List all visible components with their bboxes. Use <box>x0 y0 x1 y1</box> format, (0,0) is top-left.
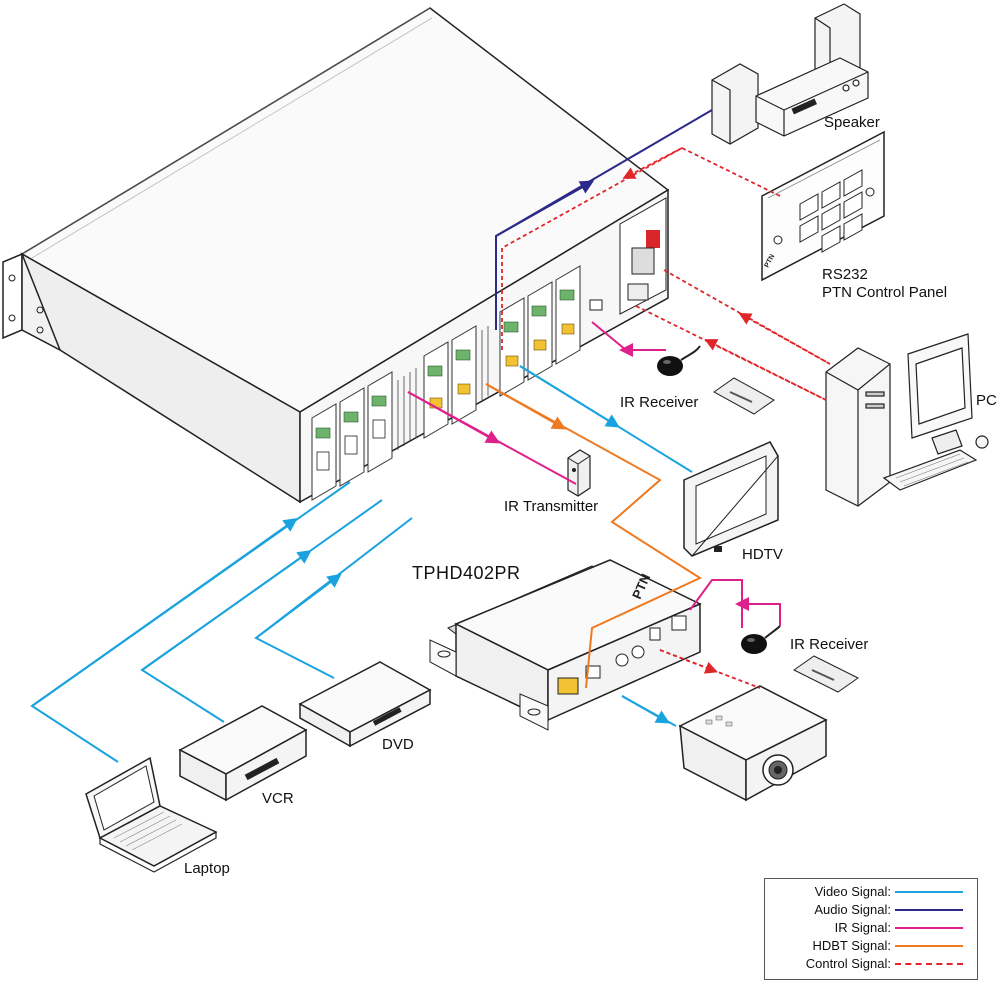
projector-device <box>678 685 828 802</box>
legend-swatch-hdbt <box>895 945 963 947</box>
legend-row-audio: Audio Signal: <box>765 901 977 919</box>
legend-swatch-video <box>895 891 963 893</box>
label-vcr: VCR <box>262 790 294 807</box>
ir-transmitter-device <box>567 449 591 497</box>
legend-row-ir: IR Signal: <box>765 919 977 937</box>
label-ir-transmitter: IR Transmitter <box>504 498 599 515</box>
label-ir-receiver-top: IR Receiver <box>620 394 699 411</box>
legend-label: Audio Signal: <box>814 902 891 917</box>
label-speaker: Speaker <box>824 114 880 131</box>
tphd402pr-device: PTN <box>429 559 702 731</box>
label-tphd402pr: TPHD402PR <box>412 563 521 583</box>
pc-device <box>825 333 989 507</box>
label-ir-receiver-bottom: IR Receiver <box>790 636 869 653</box>
video-signal-lines <box>30 365 693 763</box>
ptn-control-panel: PTN <box>761 130 885 282</box>
legend-row-control: Control Signal: <box>765 955 977 973</box>
legend-row-video: Video Signal: <box>765 883 977 901</box>
legend-swatch-audio <box>895 909 963 911</box>
legend-swatch-ir <box>895 927 963 929</box>
control-line-panel <box>501 146 781 350</box>
legend-label: HDBT Signal: <box>812 938 891 953</box>
hdbt-signal-line <box>485 383 703 689</box>
ir-signal-lines <box>407 321 781 628</box>
label-laptop: Laptop <box>184 860 230 877</box>
label-rs232: RS232 <box>822 266 868 283</box>
hdtv-device <box>683 441 779 557</box>
label-ptn-control-panel: PTN Control Panel <box>822 284 948 301</box>
legend-swatch-control <box>895 963 963 965</box>
ir-receiver-bottom-device <box>741 625 859 693</box>
legend-label: IR Signal: <box>834 920 891 935</box>
control-line-pc-top <box>663 269 831 365</box>
control-signal-lines <box>501 146 831 689</box>
dvd-device <box>298 661 432 748</box>
label-dvd: DVD <box>382 736 414 753</box>
matrix-switcher <box>2 7 670 504</box>
label-pc: PC <box>976 392 997 409</box>
video-line-dvd <box>254 517 413 679</box>
legend: Video Signal: Audio Signal: IR Signal: H… <box>764 878 978 980</box>
label-hdtv: HDTV <box>742 546 783 563</box>
ir-receiver-top-device <box>657 345 775 415</box>
laptop-device <box>85 756 218 873</box>
legend-row-hdbt: HDBT Signal: <box>765 937 977 955</box>
vcr-device <box>178 705 308 802</box>
speaker-device <box>711 3 869 145</box>
legend-label: Video Signal: <box>814 884 891 899</box>
audio-signal-line <box>495 109 713 330</box>
legend-label: Control Signal: <box>805 956 891 971</box>
